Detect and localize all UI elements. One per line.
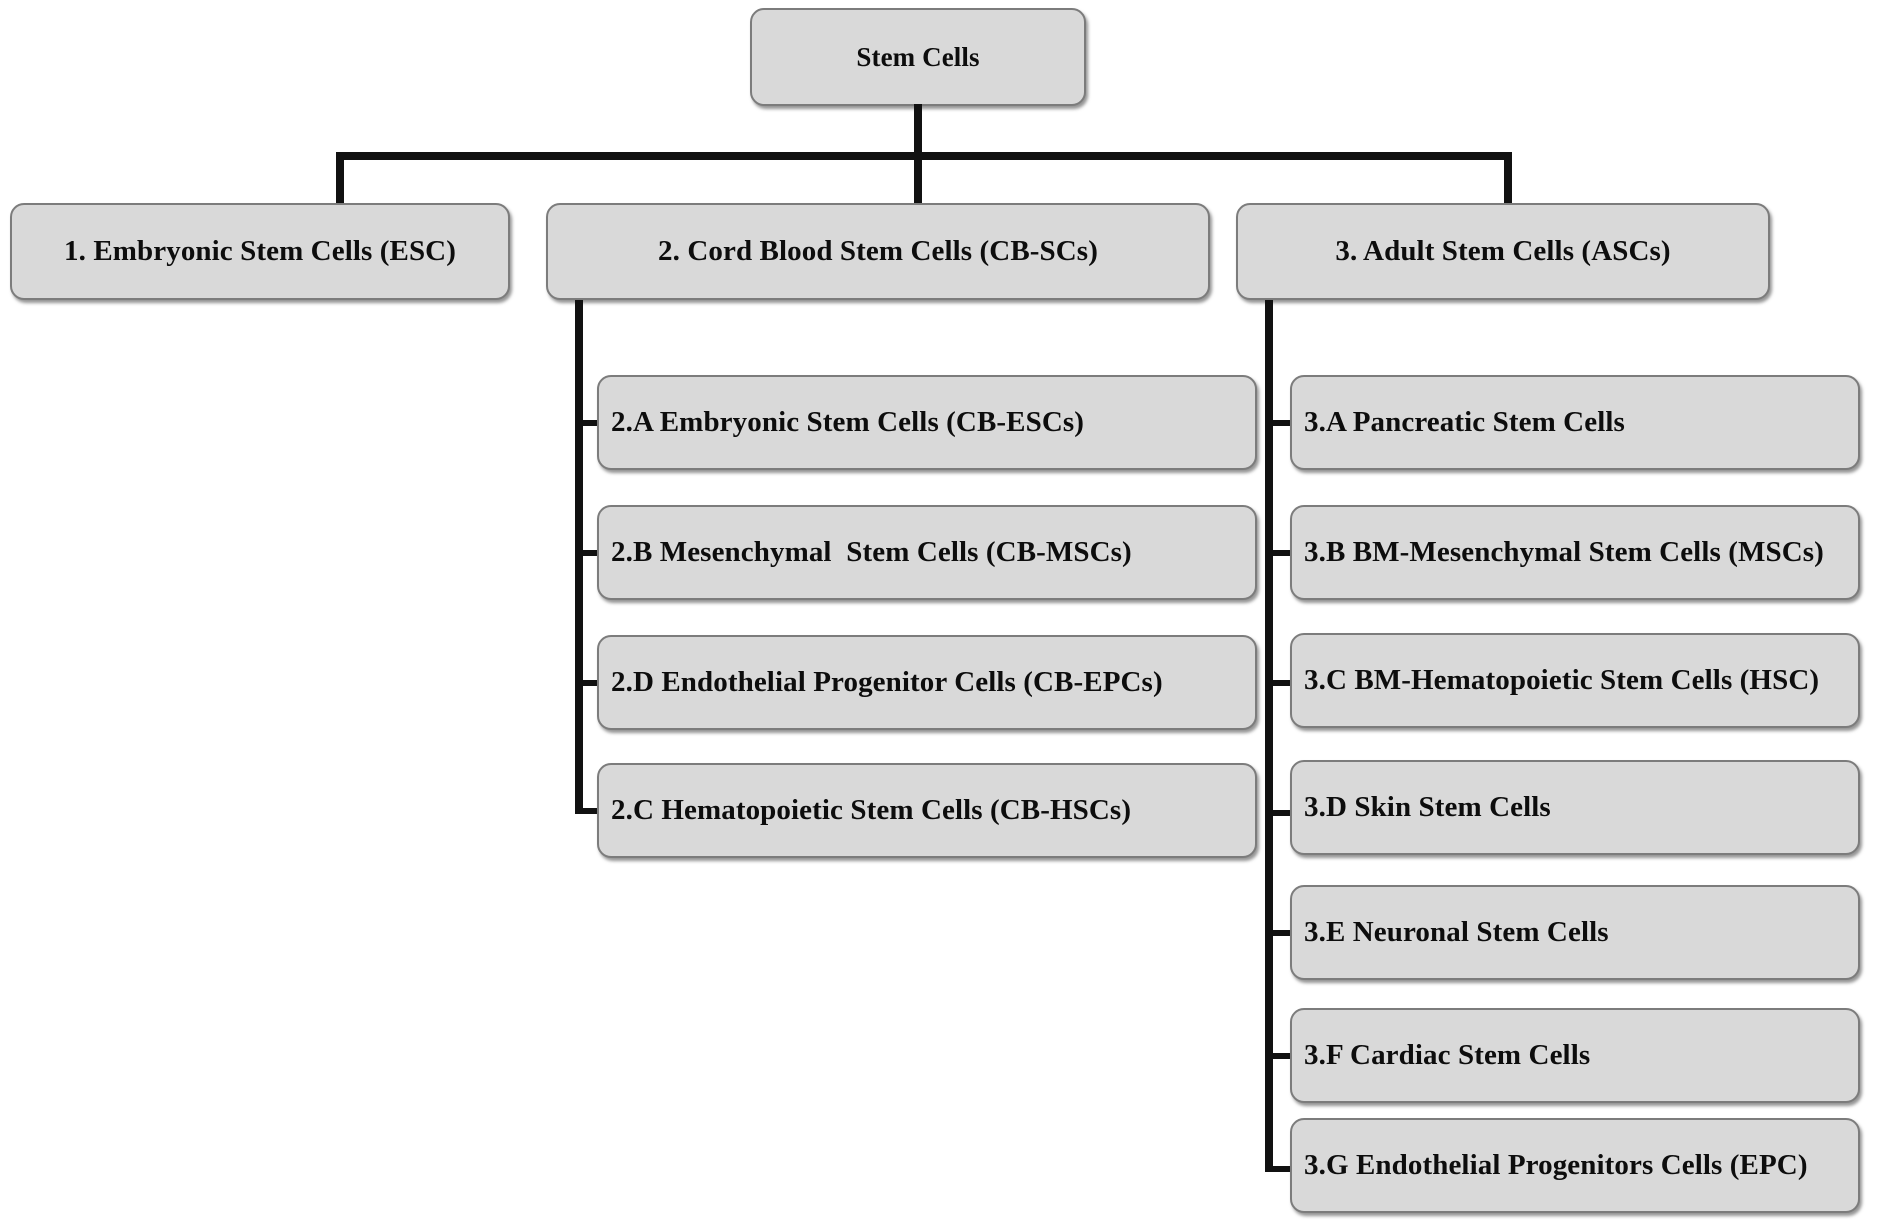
- connector-stub-asc-2: [1265, 550, 1293, 556]
- connector-stub-cb-3: [575, 680, 600, 686]
- node-adult-stem-cells[interactable]: 3. Adult Stem Cells (ASCs): [1236, 203, 1770, 300]
- connector-drop-esc: [336, 152, 344, 204]
- node-label: 2.A Embryonic Stem Cells (CB-ESCs): [611, 406, 1085, 438]
- connector-stub-asc-1: [1265, 420, 1293, 426]
- connector-root-stem: [914, 104, 922, 158]
- connector-stub-asc-5: [1265, 930, 1293, 936]
- node-label: 3.F Cardiac Stem Cells: [1304, 1039, 1591, 1071]
- connector-cbsc-trunk: [575, 300, 583, 812]
- node-label: 2.C Hematopoietic Stem Cells (CB-HSCs): [611, 794, 1132, 826]
- connector-asc-trunk: [1265, 300, 1273, 1172]
- node-label: Stem Cells: [856, 41, 980, 72]
- node-bm-hematopoietic-stem-cells[interactable]: 3.C BM-Hematopoietic Stem Cells (HSC): [1290, 633, 1860, 728]
- node-label: 2. Cord Blood Stem Cells (CB-SCs): [658, 235, 1098, 267]
- connector-drop-asc: [1504, 152, 1512, 204]
- node-label: 3.G Endothelial Progenitors Cells (EPC): [1304, 1149, 1808, 1181]
- node-label: 3.D Skin Stem Cells: [1304, 791, 1551, 823]
- node-label: 3.C BM-Hematopoietic Stem Cells (HSC): [1304, 664, 1820, 696]
- node-stem-cells-root[interactable]: Stem Cells: [750, 8, 1086, 106]
- node-cardiac-stem-cells[interactable]: 3.F Cardiac Stem Cells: [1290, 1008, 1860, 1103]
- node-label: 3.B BM-Mesenchymal Stem Cells (MSCs): [1304, 536, 1824, 568]
- node-label: 3. Adult Stem Cells (ASCs): [1335, 235, 1671, 267]
- node-bm-mesenchymal-stem-cells[interactable]: 3.B BM-Mesenchymal Stem Cells (MSCs): [1290, 505, 1860, 600]
- node-endothelial-progenitors-cells[interactable]: 3.G Endothelial Progenitors Cells (EPC): [1290, 1118, 1860, 1213]
- node-label: 2.B Mesenchymal Stem Cells (CB-MSCs): [611, 536, 1132, 568]
- node-neuronal-stem-cells[interactable]: 3.E Neuronal Stem Cells: [1290, 885, 1860, 980]
- connector-stub-cb-4: [575, 808, 600, 814]
- node-pancreatic-stem-cells[interactable]: 3.A Pancreatic Stem Cells: [1290, 375, 1860, 470]
- node-cb-endothelial-progenitor-cells[interactable]: 2.D Endothelial Progenitor Cells (CB-EPC…: [597, 635, 1257, 730]
- node-label: 3.A Pancreatic Stem Cells: [1304, 406, 1625, 438]
- connector-stub-cb-2: [575, 550, 600, 556]
- connector-stub-cb-1: [575, 420, 600, 426]
- connector-stub-asc-3: [1265, 680, 1293, 686]
- node-cb-hematopoietic-stem-cells[interactable]: 2.C Hematopoietic Stem Cells (CB-HSCs): [597, 763, 1257, 858]
- node-cord-blood-stem-cells[interactable]: 2. Cord Blood Stem Cells (CB-SCs): [546, 203, 1210, 300]
- node-label: 3.E Neuronal Stem Cells: [1304, 916, 1609, 948]
- node-skin-stem-cells[interactable]: 3.D Skin Stem Cells: [1290, 760, 1860, 855]
- connector-stub-asc-4: [1265, 810, 1293, 816]
- node-cb-mesenchymal-stem-cells[interactable]: 2.B Mesenchymal Stem Cells (CB-MSCs): [597, 505, 1257, 600]
- node-label: 1. Embryonic Stem Cells (ESC): [64, 235, 456, 267]
- node-cb-embryonic-stem-cells[interactable]: 2.A Embryonic Stem Cells (CB-ESCs): [597, 375, 1257, 470]
- node-embryonic-stem-cells[interactable]: 1. Embryonic Stem Cells (ESC): [10, 203, 510, 300]
- connector-stub-asc-7: [1265, 1166, 1293, 1172]
- node-label: 2.D Endothelial Progenitor Cells (CB-EPC…: [611, 666, 1163, 698]
- connector-level2-bus: [336, 152, 1512, 160]
- connector-stub-asc-6: [1265, 1053, 1293, 1059]
- connector-drop-cbsc: [914, 152, 922, 204]
